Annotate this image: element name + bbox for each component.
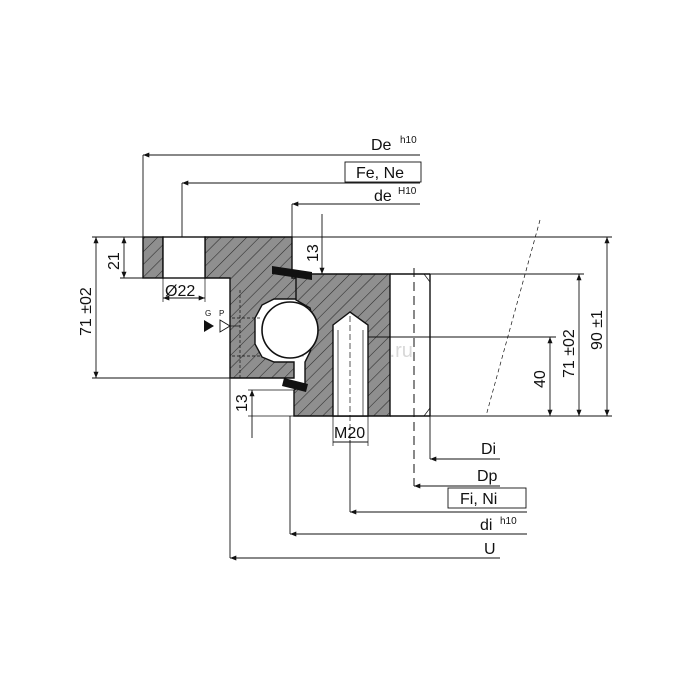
dim-71-left: 71 ±02 [78, 287, 95, 336]
dim-13-bottom: 13 [234, 394, 251, 412]
de-outer-label: De [371, 137, 392, 154]
lube-g-label: G [205, 309, 211, 318]
right-dimension-lines [292, 236, 612, 417]
dim-71-right: 71 ±02 [561, 329, 578, 378]
di-label: Di [481, 441, 496, 458]
fi-ni-label: Fi, Ni [460, 491, 497, 508]
mounting-hole [162, 236, 206, 279]
threaded-hole [332, 311, 369, 417]
dim-21: 21 [106, 252, 123, 270]
thread-label: M20 [334, 425, 365, 442]
hole-label: Ø22 [165, 283, 195, 300]
bottom-seal [282, 378, 308, 392]
lubrication-symbol [204, 319, 240, 333]
fi-ni-box [447, 487, 527, 509]
di-small-label: di [480, 517, 492, 534]
left-dimension-lines [92, 236, 230, 379]
dim-13-top: 13 [305, 244, 322, 262]
fe-ne-label: Fe, Ne [356, 165, 404, 182]
de-outer-tolerance: h10 [400, 135, 417, 146]
lube-p-label: P [219, 309, 224, 318]
top-dimension-lines [142, 152, 541, 417]
fe-ne-box [344, 161, 422, 183]
bottom-dimension-lines [229, 378, 527, 561]
dim-40: 40 [532, 370, 549, 388]
de-inner-tolerance: H10 [398, 186, 417, 197]
di-small-tolerance: h10 [500, 516, 517, 527]
de-inner-label: de [374, 188, 392, 205]
rolling-ball [261, 301, 319, 359]
bore-area [390, 273, 431, 417]
dp-label: Dp [477, 468, 498, 485]
u-label: U [484, 541, 496, 558]
dim-90: 90 ±1 [589, 310, 606, 350]
top-seal [272, 266, 312, 280]
inner-ring-section [293, 273, 391, 440]
